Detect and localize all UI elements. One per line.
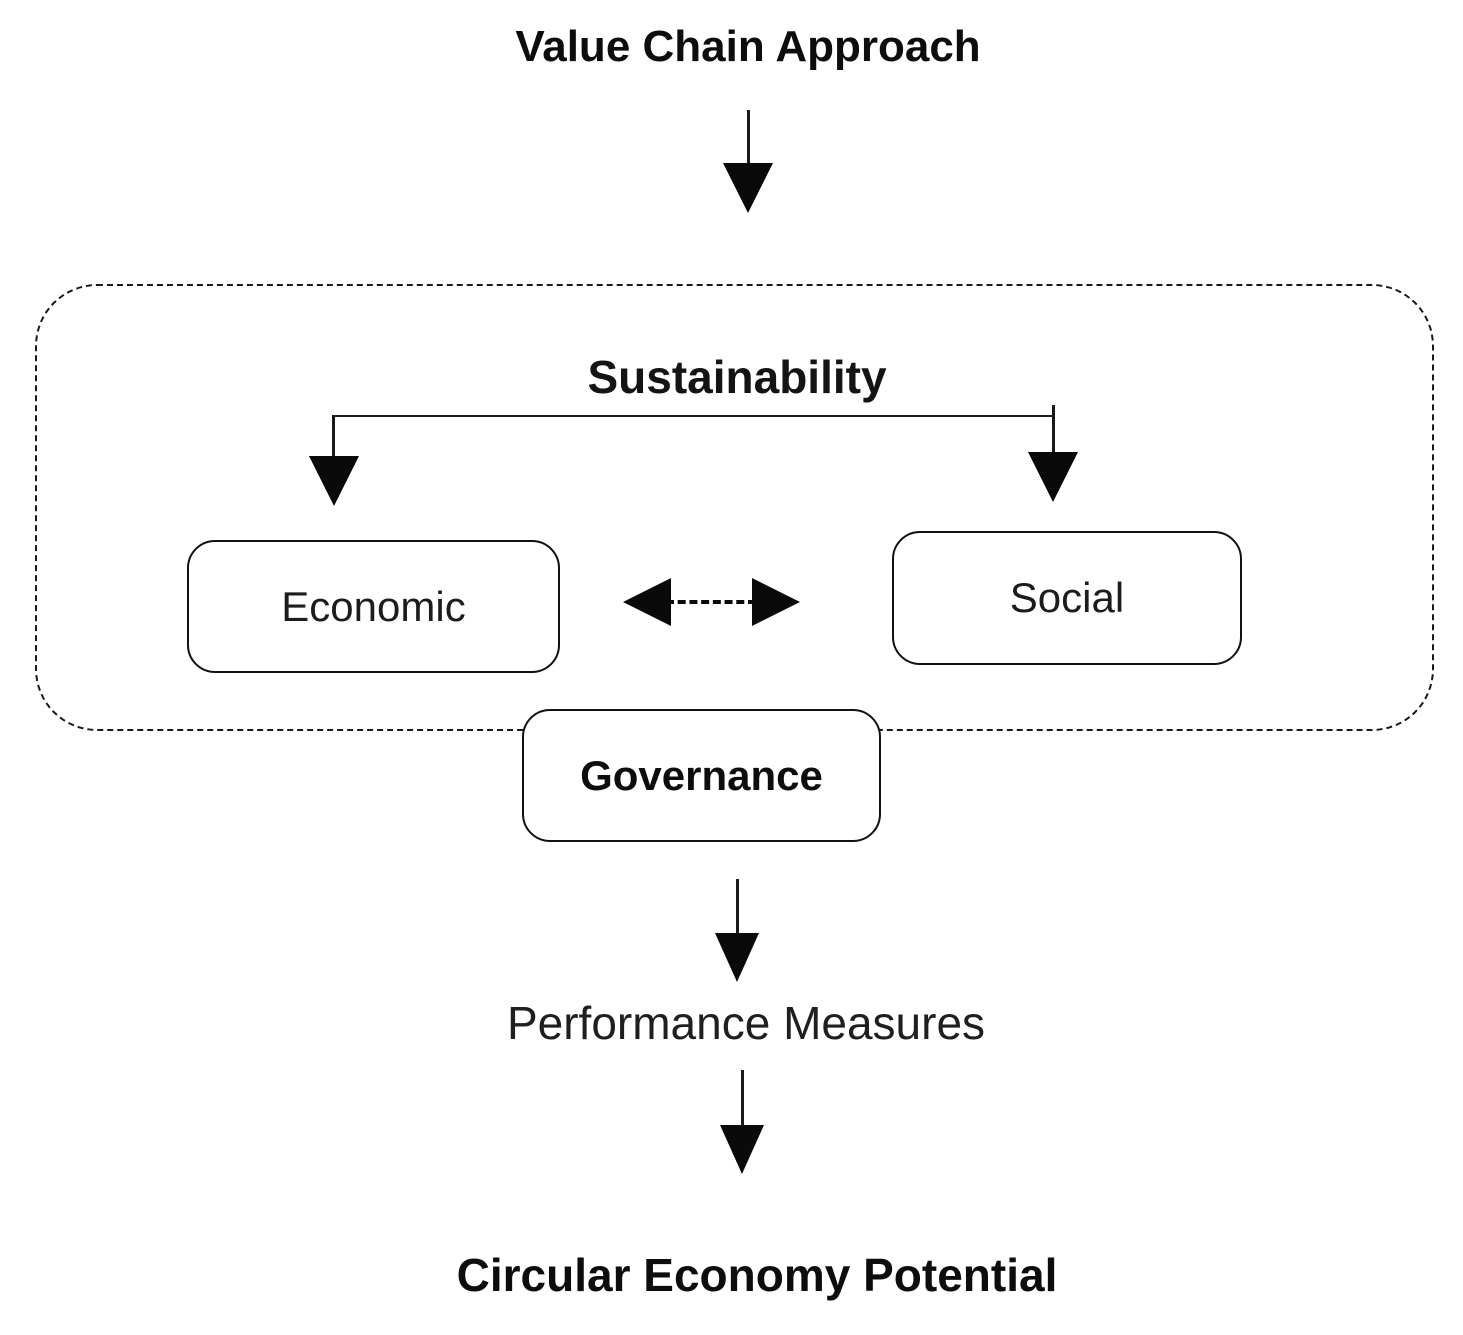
node-governance: Governance — [522, 709, 881, 842]
dashed-connector-line — [666, 600, 756, 604]
arrow-down-icon — [1028, 452, 1078, 502]
diagram-title: Value Chain Approach — [515, 22, 981, 71]
arrow-shaft — [747, 110, 750, 165]
arrow-down-icon — [715, 933, 759, 982]
node-social-label: Social — [1009, 574, 1125, 621]
arrow-shaft — [736, 879, 739, 935]
node-economic: Economic — [187, 540, 560, 673]
arrow-shaft-right-branch — [1052, 405, 1055, 453]
node-social: Social — [892, 531, 1242, 665]
arrow-down-icon — [309, 456, 359, 506]
sustainability-label: Sustainability — [587, 354, 887, 403]
outcome-label: Circular Economy Potential — [456, 1249, 1058, 1301]
connector-line — [333, 415, 1054, 417]
arrow-down-icon — [720, 1125, 764, 1174]
arrow-shaft — [741, 1070, 744, 1127]
arrow-shaft-left-branch — [332, 415, 335, 457]
node-economic-label: Economic — [281, 582, 466, 630]
node-governance-label: Governance — [580, 751, 823, 799]
arrow-right-icon — [752, 578, 800, 626]
arrow-down-icon — [723, 163, 773, 213]
performance-measures-label: Performance Measures — [506, 997, 986, 1049]
arrow-left-icon — [623, 578, 671, 626]
